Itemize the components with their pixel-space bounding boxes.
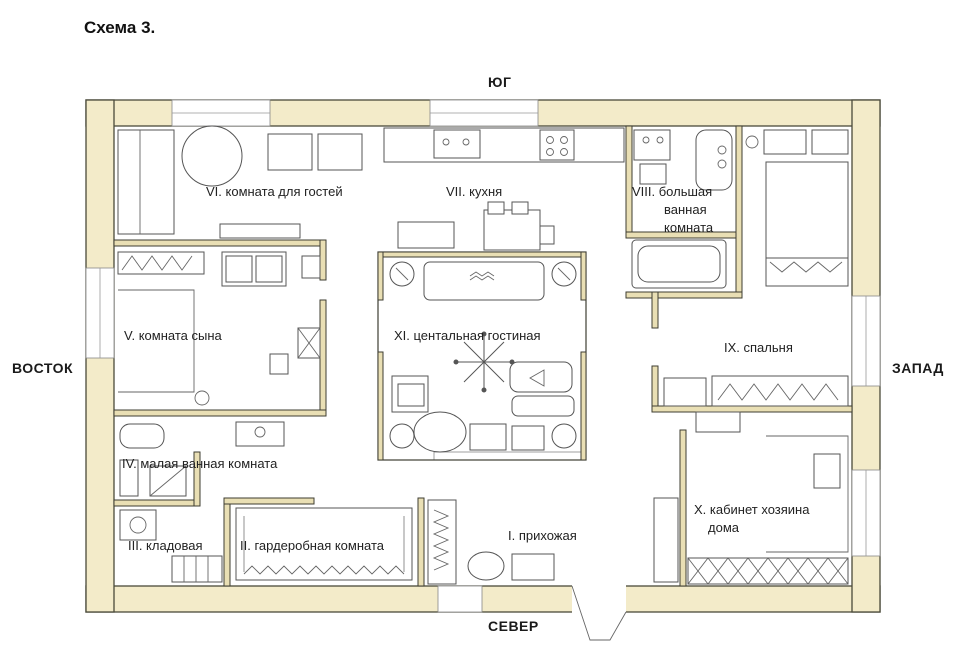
wall-bath-right: [193, 451, 201, 507]
wall-bath-storage: [113, 499, 195, 507]
compass-west-label: ЗАПАД: [892, 360, 944, 376]
label-big-bathroom-1: VIII. большая: [632, 184, 712, 199]
bench: [511, 553, 555, 581]
office-chair: [813, 453, 841, 489]
kitchen-island: [397, 221, 455, 249]
windows: [85, 99, 881, 613]
bookcase: [653, 497, 679, 583]
entrance-gap: [572, 584, 626, 614]
wall-kitchen-bath: [625, 125, 633, 235]
label-guest-room: VI. комната для гостей: [206, 184, 343, 199]
ottoman: [511, 425, 545, 451]
coffee-table: [413, 411, 467, 453]
nightstand: [763, 129, 807, 155]
wall-wardrobe-top: [223, 497, 315, 505]
dresser: [663, 377, 707, 407]
hallway-furniture: [467, 551, 555, 581]
ottoman: [469, 423, 507, 451]
living-room-opening: [433, 451, 585, 461]
compass-south-label: ЮГ: [488, 74, 512, 90]
bench: [511, 395, 575, 417]
room-labels: VI. комната для гостей VII. кухня VIII. …: [122, 184, 810, 553]
lamp-icon: [745, 135, 759, 149]
wardrobe-furniture: [235, 499, 457, 585]
toilet: [119, 423, 165, 449]
kitchen-counter: [383, 127, 625, 163]
boiler: [119, 509, 157, 541]
shelf: [171, 555, 223, 583]
wall-son-right-top: [319, 239, 327, 281]
living-room-furniture: [389, 261, 577, 453]
desk: [766, 435, 849, 553]
window-hallway: [437, 585, 483, 613]
chaise: [509, 361, 573, 393]
armchair: [267, 133, 313, 171]
label-kitchen: VII. кухня: [446, 184, 502, 199]
chair: [269, 353, 289, 375]
label-storage: III. кладовая: [128, 538, 203, 553]
shoe-rack: [427, 499, 457, 585]
office-furniture: [653, 411, 849, 585]
guest-room-furniture: [117, 125, 363, 239]
label-small-bathroom: IV. малая ванная комната: [122, 456, 278, 471]
compass-north-label: СЕВЕР: [488, 618, 539, 634]
label-big-bathroom-3: комната: [664, 220, 714, 235]
lamp-icon: [194, 390, 210, 406]
pouf: [467, 551, 505, 581]
round-table: [181, 125, 243, 187]
wall-son-bath: [113, 409, 327, 417]
wall-son-right: [319, 299, 327, 413]
label-big-bathroom-2: ванная: [664, 202, 707, 217]
toilet: [639, 163, 667, 185]
label-wardrobe: II. гардеробная комната: [240, 538, 385, 553]
chandelier-icon: [453, 331, 515, 393]
desk: [118, 289, 195, 393]
storage-furniture: [119, 509, 223, 583]
wall-bath-bottom: [625, 291, 743, 299]
tv-unit: [219, 223, 301, 239]
armchair: [317, 133, 363, 171]
label-office-1: X. кабинет хозяина: [694, 502, 810, 517]
diagram-title: Схема 3.: [84, 18, 156, 37]
living-sofa: [423, 261, 545, 301]
label-bedroom: IX. спальня: [724, 340, 793, 355]
sink: [633, 129, 671, 161]
bed-headboard: [765, 161, 849, 259]
wall-wardrobe-right: [417, 497, 425, 587]
bed-end: [765, 257, 849, 287]
interior-walls: [113, 125, 853, 587]
washer: [119, 459, 139, 497]
sink: [235, 421, 285, 447]
son-room-furniture: [117, 251, 321, 406]
dining-table: [483, 209, 541, 251]
lamp: [301, 255, 321, 279]
small-bathroom-furniture: [119, 421, 285, 497]
entrance-door-swing: [571, 585, 627, 641]
stove: [539, 129, 575, 161]
compass-east-label: ВОСТОК: [12, 360, 74, 376]
wall-storage-right: [223, 497, 231, 587]
wall-guest-son: [113, 239, 325, 247]
wall-office-left: [679, 429, 687, 587]
label-living-room: XI. центальная гостиная: [394, 328, 541, 343]
shelf: [117, 251, 205, 275]
kitchen-furniture: [383, 127, 625, 251]
wall-north: [85, 585, 881, 613]
wardrobe-racks: [235, 507, 413, 581]
nightstand: [811, 129, 849, 155]
wall-bath-bedroom: [735, 125, 743, 299]
sofa: [117, 129, 175, 235]
label-office-2: дома: [708, 520, 740, 535]
wardrobe: [711, 375, 849, 407]
kitchen-sink: [433, 129, 481, 159]
shower: [695, 129, 733, 191]
label-son-room: V. комната сына: [124, 328, 222, 343]
storage-unit: [687, 557, 849, 585]
shelf: [695, 411, 741, 433]
wall-bedroom-office: [651, 405, 853, 413]
big-bathroom-furniture: [631, 129, 733, 289]
label-hallway: I. прихожая: [508, 528, 577, 543]
bedroom-furniture: [663, 129, 849, 407]
